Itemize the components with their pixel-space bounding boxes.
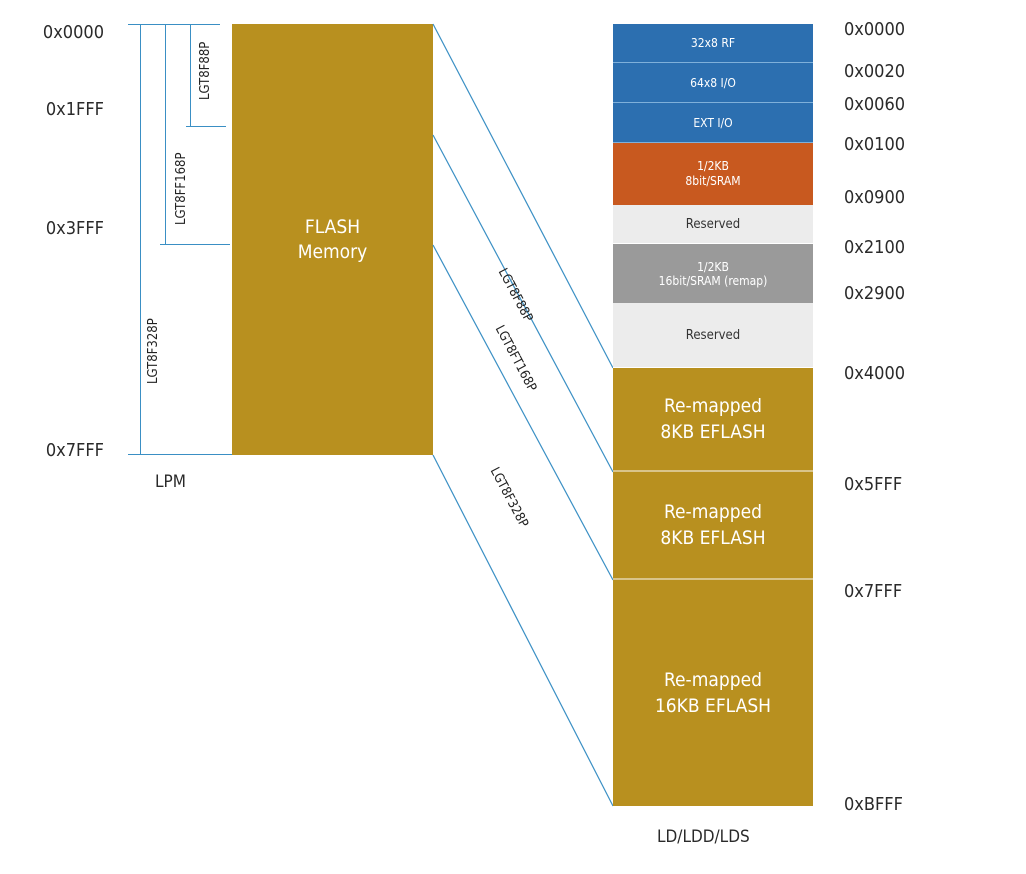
- left-address-0x7fff: 0x7FFF: [45, 440, 104, 461]
- bracket-lgt8f88p-bottom-tick: [186, 126, 226, 127]
- bracket-top-tick: [128, 24, 220, 25]
- bracket-lgt8ff168p-bottom-tick: [160, 244, 230, 245]
- bracket-lgt8f328p-line: [140, 24, 141, 455]
- bracket-lgt8ff168p-line: [165, 24, 166, 245]
- bracket-lgt8f88p-line: [190, 24, 191, 127]
- segment-ext-io: EXT I/O: [613, 103, 813, 143]
- flash-memory-line1: FLASH: [304, 215, 361, 238]
- segment-label: Reserved: [685, 216, 741, 232]
- right-address-0x2100: 0x2100: [844, 237, 906, 258]
- right-address-0x0020: 0x0020: [844, 61, 906, 82]
- segment-label: 64x8 I/O: [690, 75, 736, 90]
- right-address-0x0900: 0x0900: [844, 187, 906, 208]
- segment-8bit-sram: 1/2KB 8bit/SRAM: [613, 143, 813, 205]
- segment-label: Re-mapped 8KB EFLASH: [660, 395, 766, 443]
- segment-label: Re-mapped 8KB EFLASH: [660, 501, 766, 549]
- segment-label: EXT I/O: [693, 115, 733, 130]
- segment-remapped-8kb-1: Re-mapped 8KB EFLASH: [613, 368, 813, 472]
- segment-reserved-1: Reserved: [613, 205, 813, 244]
- ld-ldd-lds-label: LD/LDD/LDS: [657, 827, 750, 847]
- right-address-0x5fff: 0x5FFF: [844, 474, 903, 495]
- segment-register-file: 32x8 RF: [613, 24, 813, 63]
- flash-memory-block: FLASH Memory: [232, 24, 433, 455]
- segment-label: 1/2KB 8bit/SRAM: [685, 159, 741, 188]
- segment-label: 1/2KB 16bit/SRAM (remap): [658, 259, 768, 288]
- right-address-0xbfff: 0xBFFF: [844, 794, 903, 815]
- connector-lgt8f328p-upper: [432, 244, 614, 581]
- segment-16bit-sram-remap: 1/2KB 16bit/SRAM (remap): [613, 244, 813, 303]
- right-address-0x2900: 0x2900: [844, 283, 906, 304]
- flash-memory-line2: Memory: [297, 240, 368, 263]
- connector-lgt8f88p: [432, 23, 614, 369]
- right-address-0x0000: 0x0000: [844, 19, 906, 40]
- right-address-0x7fff: 0x7FFF: [844, 581, 903, 602]
- connector-lgt8ft168p: [432, 134, 614, 473]
- segment-label: Re-mapped 16KB EFLASH: [654, 669, 772, 717]
- segment-io: 64x8 I/O: [613, 63, 813, 103]
- segment-label: Reserved: [685, 327, 741, 343]
- left-address-0x1fff: 0x1FFF: [45, 99, 104, 120]
- segment-label: 32x8 RF: [690, 36, 736, 50]
- right-address-0x0100: 0x0100: [844, 134, 906, 155]
- bracket-lgt8f328p-bottom-tick: [128, 454, 273, 455]
- segment-reserved-2: Reserved: [613, 303, 813, 368]
- segment-remapped-8kb-2: Re-mapped 8KB EFLASH: [613, 472, 813, 580]
- right-address-0x4000: 0x4000: [844, 363, 906, 384]
- lpm-label: LPM: [155, 472, 186, 492]
- left-address-0x3fff: 0x3FFF: [45, 218, 104, 239]
- right-address-0x0060: 0x0060: [844, 94, 906, 115]
- connector-lgt8f328p-lower: [432, 454, 614, 807]
- left-address-0x0000: 0x0000: [42, 22, 104, 43]
- segment-remapped-16kb: Re-mapped 16KB EFLASH: [613, 580, 813, 806]
